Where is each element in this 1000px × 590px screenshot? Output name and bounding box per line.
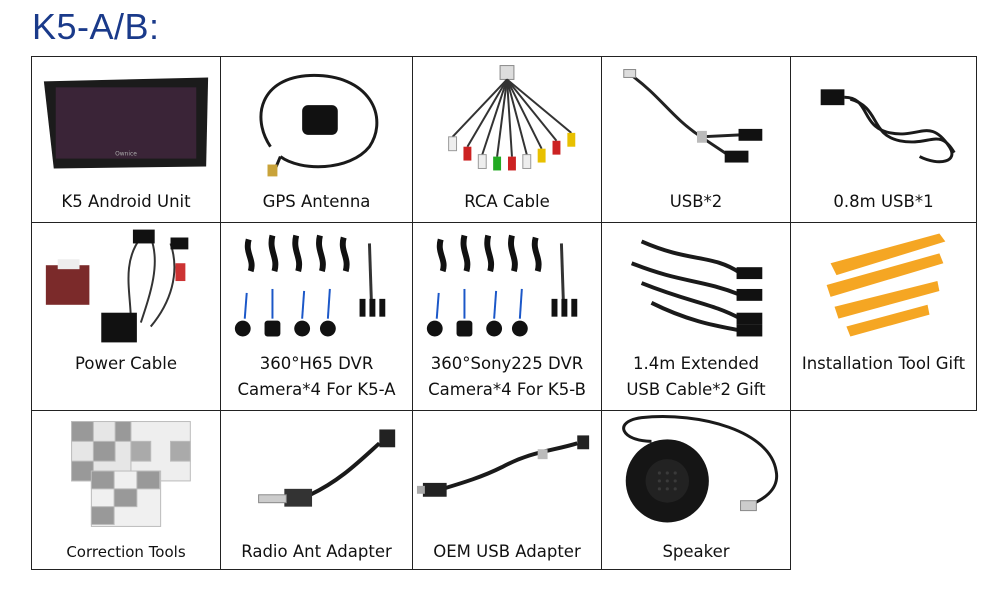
item-correction-tools: Correction Tools <box>31 410 221 570</box>
calibration-cloth-icon <box>32 411 220 536</box>
usb-cable-icon <box>791 57 976 182</box>
item-radio-adapter: Radio Ant Adapter <box>220 410 413 570</box>
item-caption: GPS Antenna <box>262 192 371 211</box>
item-caption: 1.4m Extended USB Cable*2 Gift <box>626 354 766 399</box>
item-caption: Correction Tools <box>66 543 186 561</box>
item-gps-antenna: GPS Antenna <box>220 56 413 223</box>
power-cable-icon <box>32 223 220 348</box>
antenna-adapter-icon <box>221 411 412 536</box>
svg-text:Ownice: Ownice <box>115 151 137 158</box>
oem-usb-adapter-icon <box>413 411 601 536</box>
item-caption: Radio Ant Adapter <box>241 542 392 561</box>
item-power-cable: Power Cable <box>31 222 221 411</box>
item-caption: Speaker <box>662 542 730 561</box>
item-extension-cable: 1.4m Extended USB Cable*2 Gift <box>601 222 791 411</box>
item-caption: RCA Cable <box>464 192 550 211</box>
item-caption: 360°H65 DVR Camera*4 For K5-A <box>237 354 396 399</box>
item-caption: Installation Tool Gift <box>801 354 966 373</box>
extension-cable-icon <box>602 223 790 348</box>
item-oem-usb: OEM USB Adapter <box>412 410 602 570</box>
usb-cable-icon <box>602 57 790 182</box>
item-dvr-camera-a: 360°H65 DVR Camera*4 For K5-A <box>220 222 413 411</box>
android-unit-icon: Ownice <box>32 57 220 182</box>
gps-antenna-icon <box>221 57 412 182</box>
item-usb-0-8m: 0.8m USB*1 <box>790 56 977 223</box>
item-caption: OEM USB Adapter <box>433 542 581 561</box>
item-caption: 0.8m USB*1 <box>833 192 934 211</box>
item-dvr-camera-b: 360°Sony225 DVR Camera*4 For K5-B <box>412 222 602 411</box>
pry-tool-icon <box>791 223 976 348</box>
item-android-unit: Ownice K5 Android Unit <box>31 56 221 223</box>
item-speaker: Speaker <box>601 410 791 570</box>
dvr-camera-icon <box>413 223 601 348</box>
item-install-tool: Installation Tool Gift <box>790 222 977 411</box>
page-title: K5-A/B: <box>32 6 160 47</box>
speaker-icon <box>602 411 790 536</box>
item-caption: Power Cable <box>75 354 177 373</box>
item-caption: USB*2 <box>669 192 723 211</box>
dvr-camera-icon <box>221 223 412 348</box>
accessory-grid: Ownice K5 Android Unit GPS Antenna <box>31 56 977 570</box>
item-caption: K5 Android Unit <box>61 192 191 211</box>
item-usb-2: USB*2 <box>601 56 791 223</box>
rca-cable-icon <box>413 57 601 182</box>
item-caption: 360°Sony225 DVR Camera*4 For K5-B <box>428 354 586 399</box>
item-rca-cable: RCA Cable <box>412 56 602 223</box>
